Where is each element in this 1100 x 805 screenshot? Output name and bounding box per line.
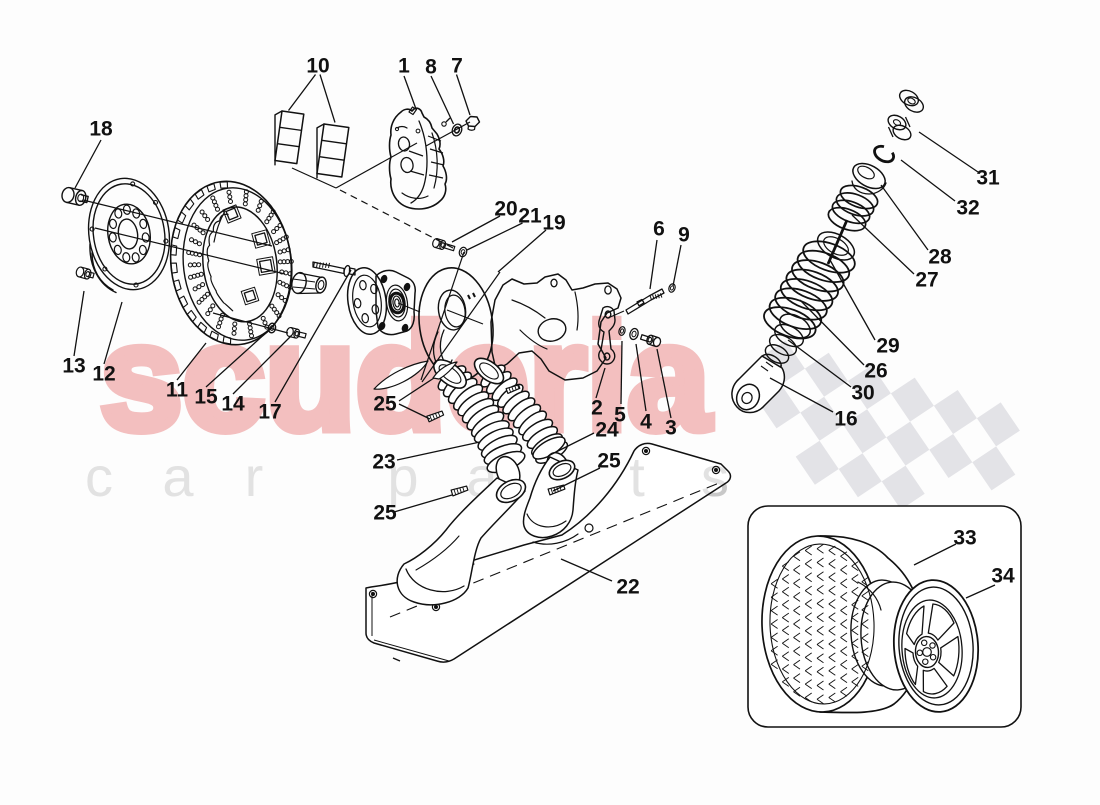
svg-text:11: 11 bbox=[166, 379, 189, 402]
svg-text:25: 25 bbox=[597, 450, 621, 473]
svg-text:15: 15 bbox=[194, 386, 218, 409]
svg-text:28: 28 bbox=[928, 246, 952, 269]
svg-text:7: 7 bbox=[451, 55, 463, 78]
svg-text:27: 27 bbox=[915, 269, 938, 292]
svg-text:30: 30 bbox=[851, 382, 874, 405]
svg-text:1: 1 bbox=[398, 55, 410, 78]
svg-text:8: 8 bbox=[425, 56, 437, 79]
svg-text:16: 16 bbox=[834, 408, 857, 431]
svg-text:a: a bbox=[162, 445, 194, 508]
svg-text:34: 34 bbox=[991, 565, 1015, 588]
svg-text:9: 9 bbox=[678, 224, 690, 247]
svg-text:19: 19 bbox=[542, 212, 565, 235]
svg-text:c: c bbox=[85, 445, 113, 508]
svg-text:25: 25 bbox=[373, 502, 397, 525]
svg-text:32: 32 bbox=[956, 197, 979, 220]
svg-text:5: 5 bbox=[614, 404, 626, 427]
svg-text:24: 24 bbox=[595, 419, 619, 442]
svg-text:21: 21 bbox=[518, 205, 542, 228]
svg-text:s: s bbox=[701, 445, 729, 508]
svg-text:26: 26 bbox=[864, 360, 887, 383]
svg-text:14: 14 bbox=[221, 393, 245, 416]
svg-text:33: 33 bbox=[953, 527, 976, 550]
svg-text:12: 12 bbox=[92, 363, 115, 386]
svg-text:17: 17 bbox=[258, 401, 281, 424]
svg-text:6: 6 bbox=[653, 218, 665, 241]
svg-text:18: 18 bbox=[89, 118, 113, 141]
svg-text:4: 4 bbox=[640, 411, 652, 434]
svg-text:t: t bbox=[629, 445, 645, 508]
svg-text:10: 10 bbox=[306, 55, 329, 78]
svg-text:2: 2 bbox=[591, 397, 603, 420]
svg-text:3: 3 bbox=[665, 417, 677, 440]
svg-text:29: 29 bbox=[876, 335, 899, 358]
svg-text:20: 20 bbox=[494, 198, 517, 221]
svg-text:22: 22 bbox=[616, 576, 639, 599]
svg-text:31: 31 bbox=[976, 167, 1000, 190]
svg-text:13: 13 bbox=[62, 355, 85, 378]
svg-text:25: 25 bbox=[373, 393, 397, 416]
svg-text:p: p bbox=[387, 445, 418, 508]
svg-text:23: 23 bbox=[372, 451, 395, 474]
svg-text:r: r bbox=[245, 445, 264, 508]
